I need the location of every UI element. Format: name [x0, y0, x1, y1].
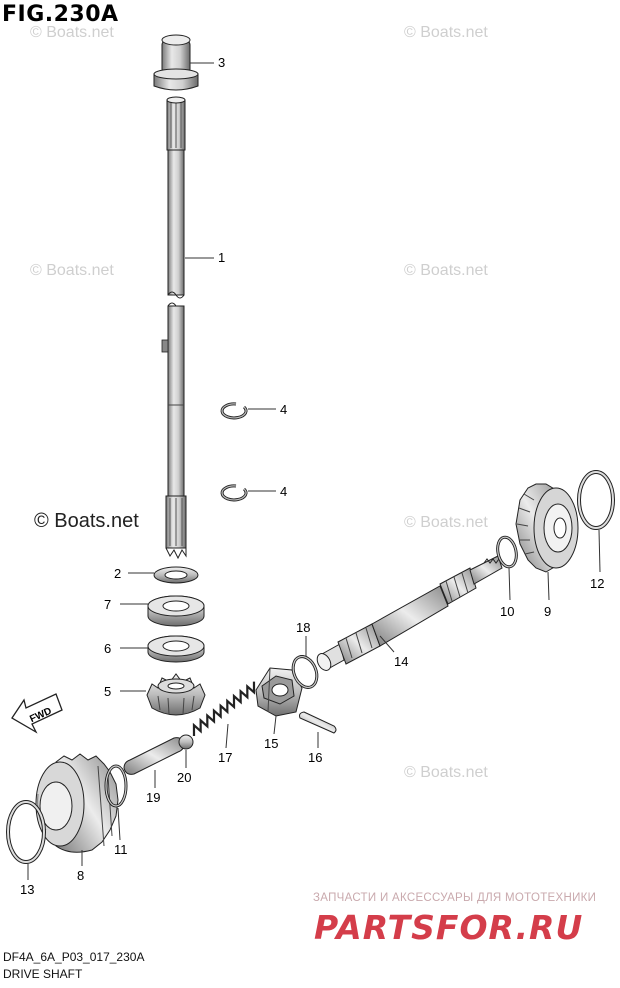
callout-18: 18: [296, 620, 310, 635]
part-5-pinion-gear: [146, 673, 206, 716]
watermark: © Boats.net: [404, 24, 488, 41]
callout-12: 12: [590, 576, 604, 591]
callout-5: 5: [104, 684, 111, 699]
part-13-shim: [6, 800, 46, 864]
callout-11: 11: [114, 842, 128, 857]
callout-19: 19: [146, 790, 160, 805]
part-4-circlip: [220, 402, 248, 420]
part-15-clutch-dog: [255, 667, 303, 717]
part-4-circlip: [220, 484, 248, 502]
part-10-ring: [496, 535, 518, 569]
callout-6: 6: [104, 641, 111, 656]
callout-3: 3: [218, 55, 225, 70]
callout-15: 15: [264, 736, 278, 751]
part-11-washer: [104, 764, 128, 808]
watermark: © Boats.net: [404, 262, 488, 279]
leader-lines: [27, 62, 601, 880]
watermark: © Boats.net: [404, 514, 488, 531]
callout-13: 13: [20, 882, 34, 897]
part-14-propeller-shaft: [316, 555, 503, 671]
fwd-direction-arrow: FWD: [11, 693, 63, 734]
watermark: © Boats.net: [404, 764, 488, 781]
shop-logo: PARTSFOR.RU: [314, 908, 584, 947]
callout-8: 8: [77, 868, 84, 883]
part-3-cap: [153, 34, 199, 91]
callout-10: 10: [500, 604, 514, 619]
callout-14: 14: [394, 654, 408, 669]
callout-2: 2: [114, 566, 121, 581]
callout-numbers: 3 1 4 4 2 7 6 5 18 14 10 9 12 15 16 17 2…: [20, 55, 604, 897]
callout-16: 16: [308, 750, 322, 765]
figure-code: DF4A_6A_P03_017_230A: [3, 950, 145, 964]
callout-17: 17: [218, 750, 232, 765]
callout-4: 4: [280, 402, 287, 417]
callout-7: 7: [104, 597, 111, 612]
watermark: © Boats.net: [34, 510, 139, 532]
callout-4: 4: [280, 484, 287, 499]
part-8-forward-gear: [35, 753, 119, 853]
part-16-pin: [299, 711, 337, 734]
callout-1: 1: [218, 250, 225, 265]
part-2-washer: [153, 566, 199, 584]
watermark: © Boats.net: [30, 24, 114, 41]
part-18-ring: [291, 655, 319, 689]
callout-9: 9: [544, 604, 551, 619]
part-19-pin: [123, 737, 185, 775]
part-6-washer: [147, 635, 205, 663]
callout-20: 20: [177, 770, 191, 785]
watermark: © Boats.net: [30, 262, 114, 279]
figure-title: FIG.230A: [2, 2, 119, 27]
part-9-reverse-gear: [515, 483, 579, 573]
shop-subtitle: ЗАПЧАСТИ И АКСЕССУАРЫ ДЛЯ МОТОТЕХНИКИ: [313, 892, 597, 904]
part-1-drive-shaft: [161, 96, 187, 560]
part-12-shim: [577, 470, 615, 530]
figure-caption: DRIVE SHAFT: [3, 967, 83, 981]
part-17-spring: [192, 681, 256, 737]
part-7-thrust-washer: [147, 595, 205, 627]
part-20-ball: [178, 734, 194, 750]
